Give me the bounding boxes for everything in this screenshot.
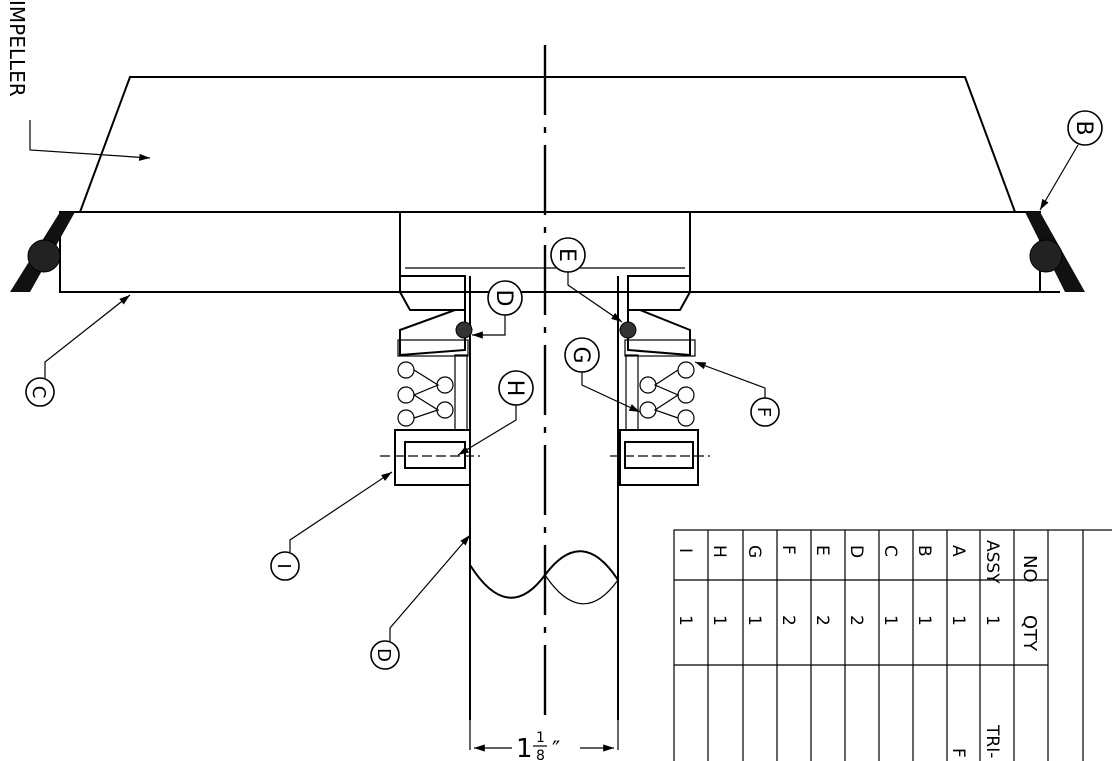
dimension-numerator: 1 [536,730,545,746]
parts-table: NO QTY ASSY 1 TRI- A 1 F B 1 C 1 D 2 E 2… [673,529,1112,761]
callout-i: I [270,471,393,581]
gland-right [627,291,692,311]
row-no: E [812,545,832,556]
retainer-left [397,339,469,357]
impeller-backplate [10,211,1085,293]
o-ring-right [619,321,637,339]
row-qty: 1 [914,615,934,626]
row-no: H [709,545,729,558]
svg-text:F: F [753,407,774,417]
row-no: B [914,545,934,557]
row-desc: TRI- [982,724,1002,758]
row-qty: 2 [846,615,866,626]
o-ring-left [455,321,473,339]
svg-text:G: G [568,346,593,363]
row-no: I [675,548,695,553]
row-qty: 2 [778,615,798,626]
spring-right [625,354,695,431]
row-qty: 2 [812,615,832,626]
spring-left [397,354,468,431]
row-no: A [948,545,968,557]
shaft-diameter-dimension: 1 1 8 ″ [469,720,619,761]
row-qty: 1 [675,615,695,626]
callout-c: C [25,294,131,407]
impeller-label: IMPELLER [5,0,29,97]
svg-text:E: E [554,248,579,262]
row-qty: 1 [982,615,1002,626]
row-qty: 1 [709,615,729,626]
seal-seat-left [399,309,466,357]
callout-f: F [694,361,780,427]
row-no: F [778,545,798,555]
dimension-whole: 1 [516,734,533,761]
table-header-qty: QTY [1019,615,1040,652]
svg-text:B: B [1071,120,1096,135]
svg-text:I: I [273,563,294,568]
callout-e: E [550,237,623,323]
row-desc: F [948,748,968,758]
impeller-body [79,76,1016,213]
row-no: ASSY [982,540,1002,584]
retainer-right [624,339,696,357]
callout-d: D [472,280,523,339]
svg-text:D: D [491,290,516,307]
impeller-leader [29,120,151,161]
set-screw-hole-right [624,441,694,469]
collar-left [394,429,471,486]
svg-text:D: D [373,648,394,662]
callout-g: G [564,337,641,413]
seal-seat-right [627,309,691,357]
callout-d-shaft: D [370,534,471,670]
row-qty: 1 [948,615,968,626]
row-no: D [846,545,866,558]
callout-b: B [1039,110,1103,211]
callout-h: H [457,370,534,456]
collar-right [619,429,699,486]
row-no: G [744,545,764,558]
row-qty: 1 [744,615,764,626]
svg-text:C: C [28,386,49,399]
impeller-label-group: IMPELLER [5,0,151,161]
row-qty: 1 [880,615,900,626]
dimension-unit: ″ [552,738,560,761]
gland-left [398,291,466,311]
svg-text:H: H [502,380,527,397]
set-screw-left [404,441,466,469]
dimension-denominator: 8 [536,748,545,761]
table-header-no: NO [1019,555,1040,583]
row-no: C [880,545,900,557]
